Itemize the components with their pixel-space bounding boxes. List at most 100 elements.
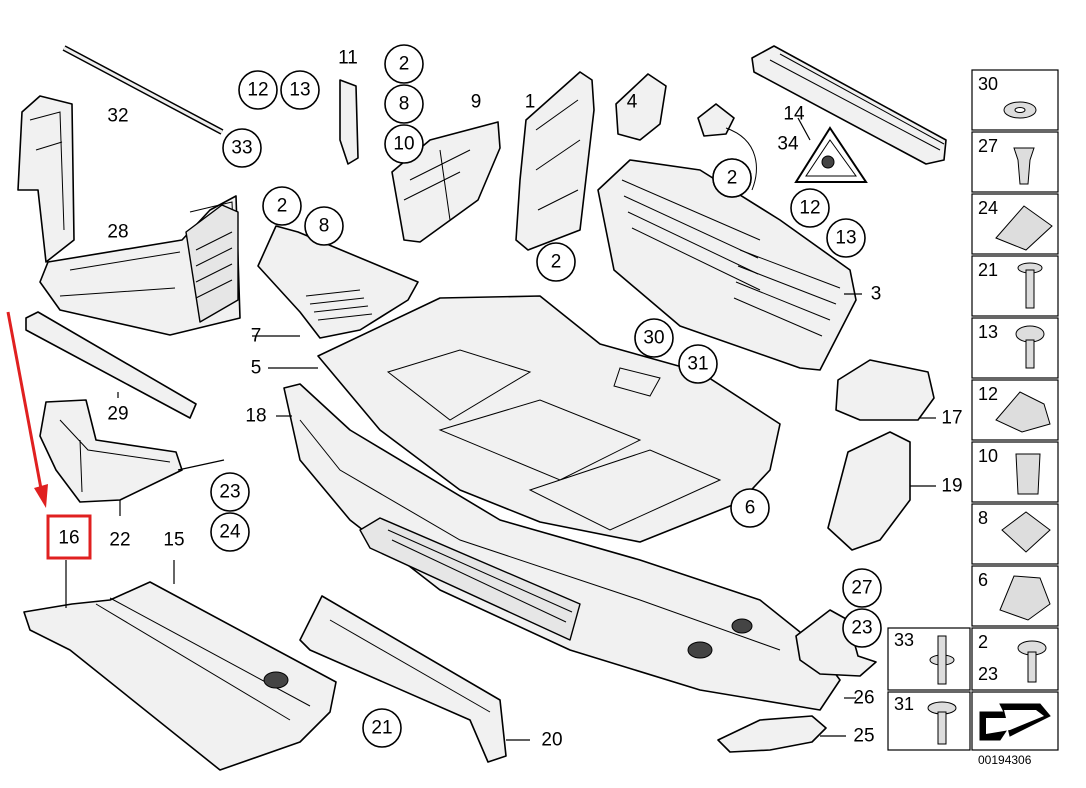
part-5-underbody <box>317 295 781 543</box>
svg-text:12: 12 <box>247 80 268 101</box>
svg-text:12: 12 <box>978 384 998 404</box>
svg-text:30: 30 <box>978 74 998 94</box>
svg-text:30: 30 <box>643 328 664 349</box>
callout-30: 30 <box>634 318 674 358</box>
callout-23: 23 <box>842 608 882 648</box>
label-9: 9 <box>471 92 482 113</box>
part-28-air-duct <box>17 95 241 336</box>
svg-text:27: 27 <box>978 136 998 156</box>
svg-text:8: 8 <box>399 94 410 115</box>
push-rivet-icon <box>1017 262 1043 309</box>
expanding-rivet-icon <box>1013 147 1035 185</box>
callout-21: 21 <box>362 708 402 748</box>
part-2-cap <box>697 103 757 191</box>
legend-cell-30: 30 <box>971 69 1059 131</box>
callout-12: 12 <box>790 188 830 228</box>
label-17: 17 <box>941 408 962 429</box>
label-3: 3 <box>871 284 882 305</box>
part-18-front-panel <box>283 383 841 711</box>
callout-2: 2 <box>536 242 576 282</box>
callout-2: 2 <box>384 44 424 84</box>
legend-cell-31: 31 <box>887 691 971 751</box>
callout-31: 31 <box>678 344 718 384</box>
svg-text:2: 2 <box>399 54 410 75</box>
spreader-rivet-icon <box>929 635 955 685</box>
label-15: 15 <box>163 530 184 551</box>
callout-2: 2 <box>712 158 752 198</box>
label-22: 22 <box>109 530 130 551</box>
part-1-duct <box>515 71 595 251</box>
part-4-cover <box>615 73 667 141</box>
legend-cell-21: 21 <box>971 255 1059 317</box>
part-drawings <box>17 45 947 771</box>
callout-10: 10 <box>384 124 424 164</box>
retainer-clip-icon <box>999 575 1051 621</box>
part-19-bracket <box>827 431 911 551</box>
svg-text:2: 2 <box>551 252 562 273</box>
part-22-bracket <box>39 399 183 503</box>
washer-icon <box>1003 101 1037 119</box>
label-4: 4 <box>627 92 638 113</box>
callout-2: 2 <box>262 186 302 226</box>
part-15-cover <box>23 581 337 771</box>
svg-text:2: 2 <box>277 196 288 217</box>
label-1: 1 <box>525 92 536 113</box>
part-17-bracket <box>835 359 935 421</box>
part-3-grille <box>597 159 857 371</box>
label-5: 5 <box>251 358 262 379</box>
highlight-arrow <box>6 311 48 508</box>
part-14-strip <box>751 45 947 165</box>
svg-text:24: 24 <box>978 198 998 218</box>
svg-text:2: 2 <box>727 168 738 189</box>
part-29-strip <box>25 311 197 419</box>
label-14: 14 <box>783 104 805 125</box>
svg-text:31: 31 <box>894 694 914 714</box>
label-34: 34 <box>777 134 799 155</box>
svg-text:23: 23 <box>978 664 998 684</box>
label-28: 28 <box>107 222 128 243</box>
label-25: 25 <box>853 726 874 747</box>
svg-text:31: 31 <box>687 354 708 375</box>
svg-text:33: 33 <box>231 138 252 159</box>
legend-cell-24: 24 <box>971 193 1059 255</box>
part-21-strip <box>299 595 507 763</box>
callout-8: 8 <box>304 206 344 246</box>
part-7-bracket <box>257 225 419 339</box>
svg-text:10: 10 <box>978 446 998 466</box>
callout-12: 12 <box>238 70 278 110</box>
legend-cell-6: 6 <box>971 565 1059 627</box>
collar-screw-icon <box>1017 640 1047 683</box>
diagram-code: 00194306 <box>978 753 1032 767</box>
plain-labels: 32 11 9 1 4 14 34 28 7 5 18 3 17 19 29 2… <box>107 48 962 751</box>
callout-8: 8 <box>384 84 424 124</box>
legend-cell-8: 8 <box>971 503 1059 565</box>
svg-text:12: 12 <box>799 198 820 219</box>
label-18: 18 <box>245 406 266 427</box>
callout-13: 13 <box>826 218 866 258</box>
part-34-warning-label <box>794 126 868 183</box>
svg-text:23: 23 <box>851 618 872 639</box>
svg-text:13: 13 <box>835 228 856 249</box>
spring-clip-icon <box>995 205 1053 251</box>
svg-text:10: 10 <box>393 134 414 155</box>
label-19: 19 <box>941 476 962 497</box>
svg-text:6: 6 <box>745 498 756 519</box>
svg-text:23: 23 <box>219 482 240 503</box>
label-20: 20 <box>541 730 562 751</box>
svg-text:21: 21 <box>371 718 392 739</box>
legend-cell-2-23: 2 23 <box>971 627 1059 691</box>
svg-text:13: 13 <box>289 80 310 101</box>
callout-33: 33 <box>222 128 262 168</box>
speed-nut-icon <box>1001 511 1051 553</box>
plastic-rivet-icon <box>927 701 957 745</box>
label-7: 7 <box>251 326 262 347</box>
expanding-nut-icon <box>1015 453 1041 495</box>
svg-text:24: 24 <box>219 522 241 543</box>
label-26: 26 <box>853 688 874 709</box>
callout-24: 24 <box>210 512 250 552</box>
label-11: 11 <box>338 48 358 69</box>
label-16: 16 <box>58 528 79 549</box>
svg-text:27: 27 <box>851 578 872 599</box>
callout-6: 6 <box>730 488 770 528</box>
